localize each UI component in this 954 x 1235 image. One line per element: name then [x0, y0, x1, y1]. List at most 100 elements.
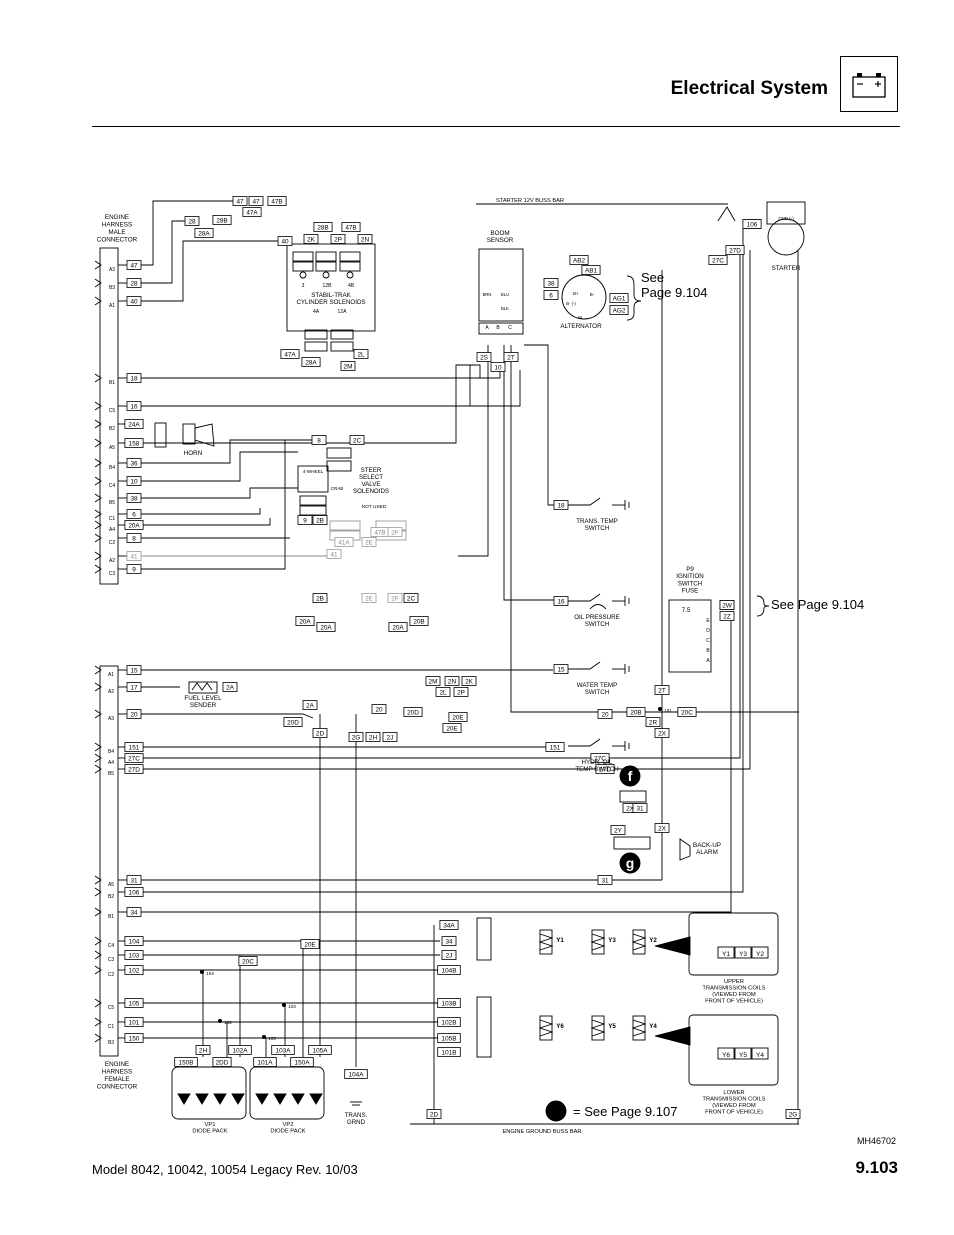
diagram-label: NOT USED [362, 504, 387, 510]
wire-tag-label: AB1 [585, 268, 598, 275]
wire-tag [126, 564, 142, 574]
wire-tag-label: 41A [338, 540, 350, 547]
wire-tag-label: 2W [722, 603, 733, 610]
pin-label: B5 [108, 771, 114, 777]
unused-solenoid [329, 520, 361, 531]
wire-tag [124, 1033, 144, 1043]
pin-label: C2 [109, 540, 116, 546]
wire-tag [387, 593, 403, 603]
coil-connector-lower [476, 996, 492, 1058]
wire-tag-label: 20A [392, 625, 404, 632]
diagram-label: Y1 [722, 951, 730, 958]
pin-arrow [94, 998, 102, 1008]
wire-tag [444, 676, 460, 686]
wire [141, 220, 192, 284]
pin-arrow [94, 260, 102, 270]
wire-tag [437, 1047, 461, 1057]
wire-tag [341, 222, 361, 232]
pin-label: A3 [108, 716, 114, 722]
wire-tag [437, 998, 461, 1008]
component-pin-label: A [485, 325, 489, 331]
wire-tag [382, 732, 398, 742]
wire-tag [126, 373, 142, 383]
wire-tag-label: 2F [391, 596, 399, 603]
bracket-alt [626, 275, 642, 321]
wire-tag-label: 2N [448, 679, 457, 686]
engine-female-label: CONNECTOR [97, 1084, 138, 1091]
wire-tag-label: 102 [129, 968, 140, 975]
wire [141, 370, 521, 407]
wire-tag-label: 103 [288, 1004, 296, 1009]
diagram-label: Y2 [649, 937, 657, 944]
wire-tag [590, 753, 610, 763]
component-box [619, 790, 647, 803]
wire-tag [403, 707, 423, 717]
wire-tag-label: 2H [199, 1048, 208, 1055]
diagram-label: Y6 [556, 1023, 564, 1030]
wire [503, 345, 555, 601]
diode-icon [273, 1093, 287, 1105]
wire [191, 682, 213, 691]
wire [141, 440, 286, 570]
wire-tag-label: 102 [224, 1020, 232, 1025]
wire-tag [212, 1057, 232, 1067]
wire-tag [581, 265, 601, 275]
wire-tag [357, 234, 373, 244]
wire-tag [365, 732, 381, 742]
solenoid-pins [339, 261, 361, 272]
wire-tag [228, 1045, 252, 1055]
starter-icon [767, 218, 805, 256]
pin-arrow [94, 533, 102, 543]
wire-tag [126, 260, 142, 270]
legend-text: = See Page 9.107 [573, 1104, 677, 1119]
wire-tag-label: 20A [128, 523, 140, 530]
diagram-label: OIL PRESSURE [574, 614, 620, 621]
pin-arrow [94, 438, 102, 448]
wire-tag [569, 255, 589, 265]
wire [141, 487, 298, 499]
wire-tag [126, 458, 142, 468]
wire-tag-label: 104A [349, 1072, 365, 1079]
pin-arrow [94, 875, 102, 885]
wire-tag [290, 1057, 314, 1067]
diagram-label: ENGINE GROUND BUSS BAR [502, 1129, 581, 1135]
component-box [299, 495, 327, 506]
diagram-label: BACK-UP [693, 842, 721, 849]
wire-tag-label: 150 [129, 1036, 140, 1043]
wire-tag [437, 1033, 461, 1043]
wire-tag-label: 38 [130, 496, 138, 503]
wire-tag-label: 2C [407, 596, 416, 603]
diagram-label: 12A [338, 309, 348, 315]
diagram-label: TRANS. TEMP [576, 518, 618, 525]
wire-tag-label: 38 [547, 281, 555, 288]
wire-tag [461, 676, 477, 686]
pin-label: C4 [109, 483, 116, 489]
engine-female-label: FEMALE [104, 1076, 129, 1083]
wire-tag [543, 278, 559, 288]
wire-tag-label: 28A [305, 360, 317, 367]
component-box [304, 341, 328, 352]
wire-tag-label: 16 [130, 404, 138, 411]
pin-arrow [94, 709, 102, 719]
wire-tag-label: 2Z [723, 614, 731, 621]
diagram-label: IGNITION [676, 573, 704, 580]
reference-text: See [641, 270, 664, 285]
diagram-label: E [706, 618, 710, 624]
wire-tag [283, 717, 303, 727]
pin-arrow [94, 458, 102, 468]
wire-tag [453, 687, 469, 697]
diagram-label: SENSOR [487, 237, 514, 244]
junction-dot [261, 1034, 267, 1040]
wire-tag-label: 15 [557, 667, 565, 674]
wire-tag-label: 101 [664, 708, 672, 713]
wire-tag-label: 2X [658, 826, 667, 833]
wire-tag-label: 103B [442, 1001, 457, 1008]
wire-tag-label: 2S [480, 355, 488, 362]
wire-tag [232, 196, 248, 206]
wire-tag-label: 6 [132, 512, 136, 519]
wire-tag [719, 611, 735, 621]
diagram-label: Y3 [608, 937, 616, 944]
wire-tag [124, 998, 144, 1008]
wire-tag-label: 9 [132, 567, 136, 574]
transmission-coil [539, 1015, 553, 1041]
